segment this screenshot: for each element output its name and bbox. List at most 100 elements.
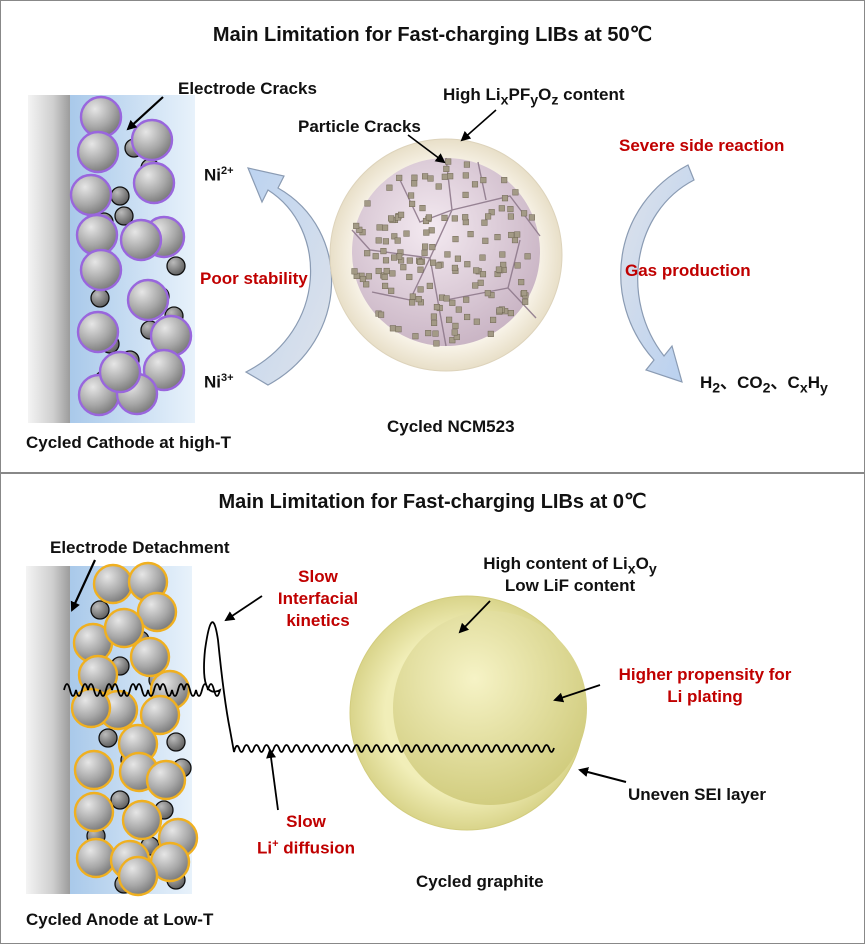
lixpfyoz-deposit	[451, 329, 458, 336]
lixpfyoz-deposit	[389, 270, 396, 277]
lixpfyoz-deposit	[441, 214, 448, 221]
cathode-particle	[79, 248, 123, 292]
lixpfyoz-deposit	[403, 230, 410, 237]
lixpfyoz-deposit	[425, 330, 432, 337]
lixpfyoz-deposit	[455, 306, 462, 313]
lixpfyoz-deposit	[521, 290, 528, 297]
lixpfyoz-deposit	[488, 209, 495, 216]
lixpfyoz-deposit	[462, 191, 469, 198]
lixpfyoz-deposit	[419, 205, 426, 212]
ncm523-particle	[329, 138, 563, 372]
lixpfyoz-deposit	[363, 281, 370, 288]
lixpfyoz-deposit	[485, 213, 492, 220]
lixpfyoz-deposit	[524, 253, 531, 260]
gases-label: H2、CO2、CxHy	[700, 373, 828, 397]
lixpfyoz-deposit	[512, 189, 519, 196]
li-plating-label: Higher propensity for Li plating	[618, 665, 792, 706]
lixpfyoz-deposit	[412, 333, 419, 340]
lixpfyoz-deposit	[494, 234, 501, 241]
lixpfyoz-deposit	[388, 287, 395, 294]
lixpfyoz-deposit	[383, 267, 390, 275]
high-lixpfyoz-label: High LixPFyOz content	[443, 85, 625, 109]
anode-particle	[103, 607, 145, 649]
lixpfyoz-deposit	[375, 237, 382, 244]
lixpfyoz-deposit	[378, 311, 385, 318]
cathode-particle	[75, 213, 119, 257]
lixpfyoz-deposit	[454, 255, 461, 262]
lixpfyoz-deposit	[463, 296, 470, 303]
lixpfyoz-deposit	[473, 318, 480, 325]
slow-interfacial-kinetics-label: Slow Interfacial kinetics	[277, 567, 359, 630]
lixpfyoz-deposit	[471, 181, 479, 188]
lixpfyoz-deposit	[472, 282, 479, 289]
cathode-electrode	[28, 95, 195, 423]
lixpfyoz-deposit	[364, 250, 371, 257]
lixpfyoz-deposit	[484, 290, 491, 297]
lixpfyoz-deposit	[482, 237, 489, 244]
lixpfyoz-deposit	[425, 214, 432, 221]
lixpfyoz-deposit	[479, 254, 486, 261]
ni2-label: Ni2+	[204, 165, 234, 185]
cycled-anode-caption: Cycled Anode at Low-T	[26, 910, 214, 929]
high-lixoy-label: High content of LixOy	[483, 554, 657, 578]
lixpfyoz-deposit	[359, 275, 366, 283]
cycled-graphite-caption: Cycled graphite	[416, 872, 544, 891]
cathode-particle	[79, 95, 123, 139]
lixpfyoz-deposit	[443, 295, 450, 302]
lixpfyoz-deposit	[452, 322, 459, 329]
lixpfyoz-deposit	[433, 340, 440, 347]
lixpfyoz-deposit	[433, 304, 440, 311]
anode-particle	[121, 799, 163, 841]
cathode-particle	[126, 278, 170, 322]
lixpfyoz-deposit	[423, 229, 430, 236]
bottom-panel-title: Main Limitation for Fast-charging LIBs a…	[218, 491, 647, 513]
cathode-particle	[98, 350, 142, 394]
lixpfyoz-deposit	[511, 237, 519, 244]
lixpfyoz-deposit	[376, 224, 383, 231]
lixpfyoz-deposit	[409, 299, 416, 306]
ni3-label: Ni3+	[204, 372, 234, 392]
lixpfyoz-deposit	[394, 237, 401, 244]
lixpfyoz-deposit	[480, 177, 487, 184]
lixpfyoz-deposit	[430, 259, 437, 266]
lixpfyoz-deposit	[375, 267, 382, 275]
lixpfyoz-deposit	[508, 231, 515, 239]
lixpfyoz-deposit	[421, 249, 428, 256]
lixpfyoz-deposit	[446, 316, 453, 323]
lixpfyoz-deposit	[501, 195, 509, 202]
anode-electrode	[26, 561, 199, 897]
lixpfyoz-deposit	[467, 231, 474, 238]
conductive-carbon-particle	[166, 256, 186, 276]
lixpfyoz-deposit	[396, 174, 403, 181]
anode-particle	[139, 694, 181, 736]
cathode-particle	[132, 161, 176, 205]
lixpfyoz-deposit	[398, 211, 405, 218]
lixpfyoz-deposit	[380, 248, 387, 255]
lixpfyoz-deposit	[495, 266, 502, 273]
lixpfyoz-deposit	[451, 215, 458, 222]
lixpfyoz-deposit	[408, 192, 415, 199]
lixpfyoz-deposit	[507, 206, 514, 213]
cathode-particle	[142, 348, 186, 392]
lixpfyoz-deposit	[372, 253, 379, 260]
lixpfyoz-deposit	[427, 175, 434, 182]
lixpfyoz-deposit	[426, 282, 433, 289]
cathode-particle	[119, 218, 163, 262]
lixpfyoz-deposit	[499, 251, 506, 258]
lixpfyoz-deposit	[432, 330, 439, 337]
lixpfyoz-deposit	[406, 257, 413, 264]
lixpfyoz-deposit	[430, 313, 437, 320]
lixpfyoz-deposit	[395, 326, 402, 333]
lixpfyoz-deposit	[388, 215, 395, 222]
lixpfyoz-deposit	[500, 261, 507, 268]
anode-particle	[129, 636, 171, 678]
lixpfyoz-deposit	[435, 183, 442, 190]
lixpfyoz-deposit	[400, 264, 407, 271]
lixpfyoz-deposit	[382, 224, 389, 231]
lixpfyoz-deposit	[356, 226, 363, 233]
lixpfyoz-deposit	[353, 222, 360, 229]
lixpfyoz-deposit	[464, 261, 471, 268]
gas-production-label: Gas production	[625, 261, 751, 280]
lixpfyoz-deposit	[501, 177, 508, 184]
lixpfyoz-deposit	[422, 173, 429, 180]
